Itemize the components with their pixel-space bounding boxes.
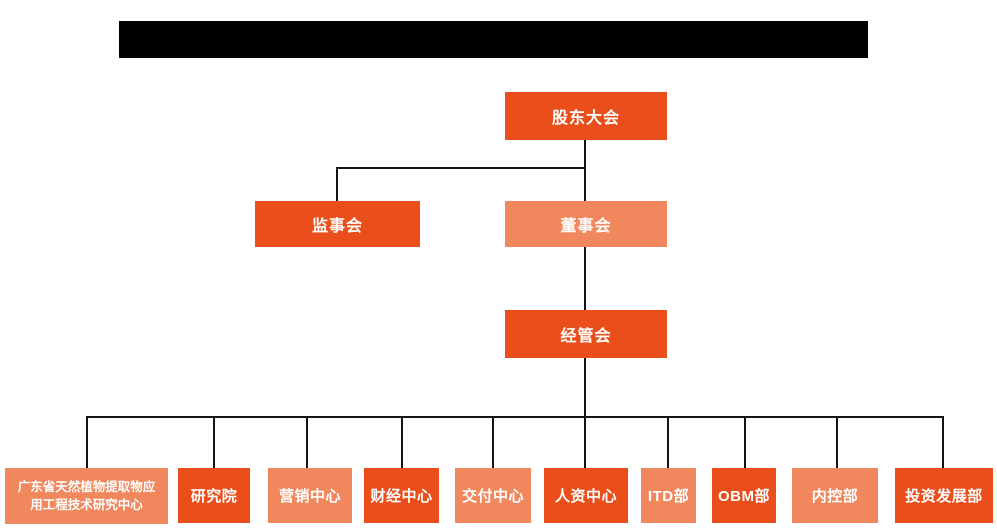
connector-dept-drop — [401, 416, 403, 468]
connector-supervisory-drop — [336, 167, 338, 201]
connector-dept-drop — [836, 416, 838, 468]
connector-dept-drop — [86, 416, 88, 468]
connector-level2-bus — [336, 167, 586, 169]
org-node-dept-marketing-center: 营销中心 — [268, 468, 352, 523]
org-node-dept-internal-control: 内控部 — [792, 468, 878, 523]
org-node-dept-hr-center: 人资中心 — [544, 468, 628, 523]
org-node-dept-guangdong-research-center: 广东省天然植物提取物应用工程技术研究中心 — [5, 468, 168, 524]
org-node-dept-delivery-center: 交付中心 — [455, 468, 531, 523]
org-node-dept-investment-development: 投资发展部 — [895, 468, 993, 523]
org-node-dept-research-institute: 研究院 — [178, 468, 250, 523]
org-node-dept-obm: OBM部 — [712, 468, 776, 523]
org-node-shareholders-meeting: 股东大会 — [505, 92, 667, 140]
redacted-title-bar — [119, 21, 868, 58]
connector-dept-drop — [942, 416, 944, 468]
connector-root-drop — [584, 140, 586, 201]
connector-departments-bus — [86, 416, 944, 418]
connector-management-drop — [584, 358, 586, 468]
org-node-dept-itd: ITD部 — [641, 468, 696, 523]
connector-board-to-management — [584, 247, 586, 310]
org-node-dept-finance-center: 财经中心 — [364, 468, 439, 523]
connector-dept-drop — [306, 416, 308, 468]
org-node-management-committee: 经管会 — [505, 310, 667, 358]
connector-dept-drop — [744, 416, 746, 468]
connector-dept-drop — [492, 416, 494, 468]
org-node-supervisory-board: 监事会 — [255, 201, 420, 247]
org-node-board-of-directors: 董事会 — [505, 201, 667, 247]
connector-dept-drop — [213, 416, 215, 468]
connector-dept-drop — [667, 416, 669, 468]
